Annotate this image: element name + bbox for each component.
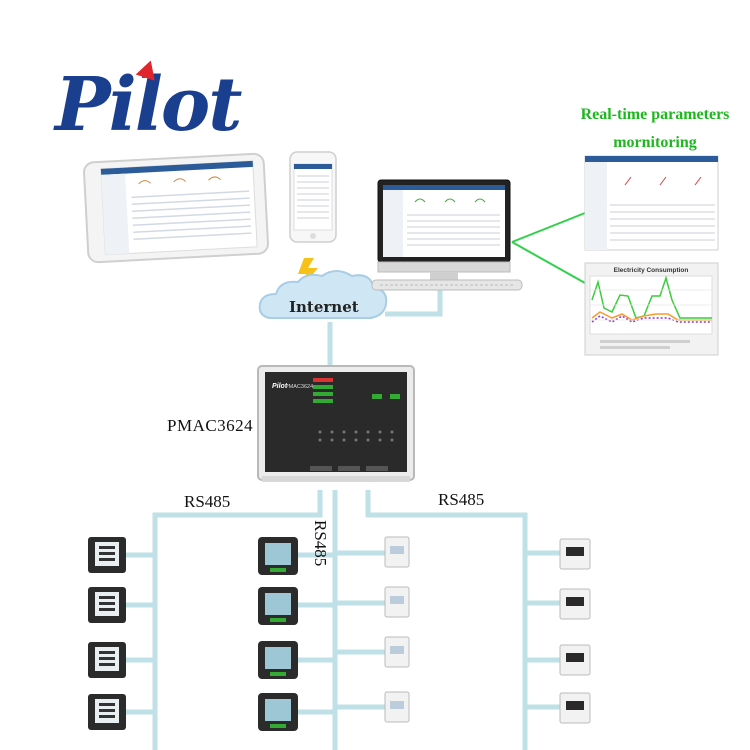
chart-panel-title: Electricity Consumption <box>614 267 689 274</box>
monitoring-screenshot-panel <box>584 155 719 251</box>
headline-line2: mornitoring <box>613 134 697 151</box>
smartphone-device <box>289 151 337 243</box>
headline-line1: Real-time parameters <box>580 106 730 123</box>
desktop-monitor <box>371 179 523 291</box>
rs485-left-label: RS485 <box>184 492 231 511</box>
meters-midleft-column <box>258 537 298 731</box>
din-rail-meters-column <box>384 536 410 723</box>
electricity-consumption-chart-panel <box>584 262 719 356</box>
panel-meter-icon <box>88 537 126 573</box>
monitoring-connector-lines <box>511 212 586 284</box>
internet-cloud-icon <box>258 270 388 319</box>
controller-model-face-label: PMAC3624 <box>285 384 313 390</box>
tablet-device <box>83 152 269 264</box>
internet-label: Internet <box>289 298 359 316</box>
rs485-right-label: RS485 <box>438 490 485 509</box>
pilot-logo: Pilot <box>55 62 242 148</box>
pmac3624-controller <box>257 365 415 482</box>
din-rail-energy-meters-column <box>559 538 591 724</box>
meters-left-column <box>88 537 126 730</box>
pmac3624-label: PMAC3624 <box>167 416 254 435</box>
rs485-bus-lines <box>126 288 560 750</box>
rs485-center-label: RS485 <box>311 520 330 567</box>
controller-brand-label: Pilot <box>272 383 288 390</box>
